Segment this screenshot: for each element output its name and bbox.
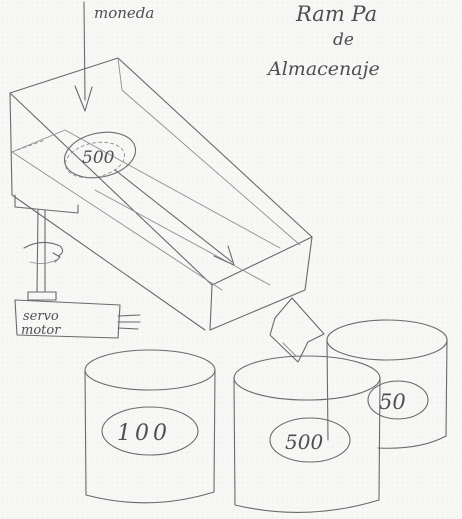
servo-coupling xyxy=(28,292,56,300)
drop-arrow xyxy=(270,298,324,362)
ramp-right-end xyxy=(210,237,312,330)
bin-100-rim xyxy=(85,350,215,390)
coin-input-arrow-head xyxy=(75,86,92,111)
ramp-inner-back xyxy=(12,130,280,248)
title-line-2: de xyxy=(333,30,354,50)
coin-input-label: moneda xyxy=(94,4,154,22)
ramp-top-rim xyxy=(10,58,312,237)
bin-500-value: 500 xyxy=(285,430,323,454)
rotation-arrow-back xyxy=(30,260,56,264)
bin-100-base xyxy=(86,492,214,503)
ramp-front-face xyxy=(10,93,205,330)
bin-100-right-side xyxy=(214,370,215,492)
coin-input-arrow-shaft xyxy=(84,2,85,100)
rotation-arrow xyxy=(24,242,63,256)
bin-500-left-side xyxy=(234,378,235,505)
bin-50-left-side xyxy=(327,340,328,440)
title-line-1: Ram Pa xyxy=(295,2,377,26)
bin-50-value: 50 xyxy=(379,390,406,414)
servo-label-line-2: motor xyxy=(21,323,61,338)
drop-arrow-outline xyxy=(270,298,324,362)
bin-100: 100 xyxy=(85,350,215,503)
bin-100-left-side xyxy=(85,370,86,495)
servo-shaft xyxy=(37,210,45,292)
bin-100-value: 100 xyxy=(117,421,171,446)
bin-50-rim xyxy=(327,320,447,360)
bin-500-rim xyxy=(234,356,380,400)
ramp-front-edge xyxy=(210,285,212,330)
bin-500-base xyxy=(235,500,379,512)
ramp-coin-value: 500 xyxy=(82,148,115,168)
servo-cable xyxy=(118,315,140,329)
title-block: Ram Pa de Almacenaje xyxy=(266,2,380,80)
bin-500: 500 xyxy=(234,356,380,512)
bin-50-base xyxy=(378,436,446,448)
bin-50-right-side xyxy=(446,340,447,436)
title-line-3: Almacenaje xyxy=(266,58,380,80)
coin-input: moneda xyxy=(75,2,154,111)
servo-assembly: servo motor xyxy=(15,195,140,338)
ramp xyxy=(10,58,312,330)
ramp-coin: 500 xyxy=(60,126,234,265)
ramp-front-rim xyxy=(10,93,312,285)
servo-label-line-1: servo xyxy=(23,309,59,324)
